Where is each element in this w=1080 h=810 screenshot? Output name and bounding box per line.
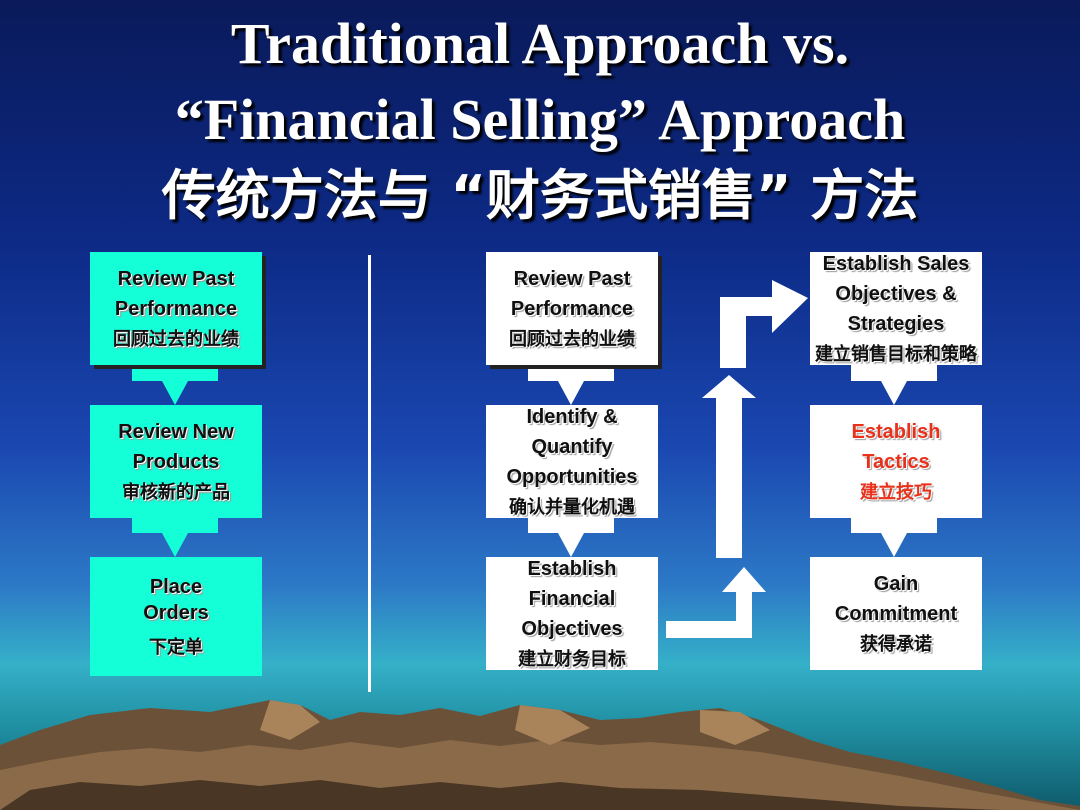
down-arrow-1 [132, 365, 218, 405]
step-label-line-1: Gain [873, 572, 919, 595]
step-label-chinese: 获得承诺 [860, 633, 932, 654]
down-arrow-3 [528, 365, 614, 405]
step-label-line-2: Performance [510, 297, 634, 320]
step-label-line-1: Review Past [513, 267, 631, 290]
financial-step-establish-tactics: Establish Tactics 建立技巧 [810, 405, 982, 518]
step-label-chinese: 审核新的产品 [122, 481, 230, 502]
step-label-chinese: 建立技巧 [860, 481, 932, 502]
step-label-chinese: 建立财务目标 [518, 648, 626, 669]
financial-flow-arrows [528, 280, 937, 638]
step-label-line-1: Establish Sales [822, 252, 970, 275]
corner-up-arrow [666, 567, 766, 638]
step-label-line-2: Quantify [531, 435, 613, 458]
step-label-line-3: Objectives [521, 617, 623, 640]
title-line-1: Traditional Approach vs. [230, 11, 850, 76]
step-label-line-2: Objectives & [835, 282, 957, 305]
mountain-landscape [0, 700, 1080, 810]
financial-step-review-past-performance: Review Past Performance 回顾过去的业绩 [486, 252, 658, 365]
step-label-line-2: Products [132, 450, 220, 473]
down-arrow-2 [132, 517, 218, 557]
step-label-chinese: 建立销售目标和策略 [815, 343, 977, 364]
financial-step-establish-sales-objectives: Establish Sales Objectives & Strategies … [810, 252, 982, 365]
financial-step-establish-financial-objectives: Establish Financial Objectives 建立财务目标 [486, 557, 658, 670]
section-divider [368, 255, 371, 692]
title-line-3-chinese: 传统方法与 “财务式销售” 方法 [161, 164, 919, 227]
up-arrow [702, 375, 756, 558]
step-label-line-3: Strategies [847, 312, 945, 335]
step-label-line-1: Establish [851, 420, 941, 443]
step-label-line-3: Opportunities [506, 465, 638, 488]
title-line-2: “Financial Selling” Approach [174, 87, 906, 152]
traditional-step-review-past-performance: Review Past Performance 回顾过去的业绩 [90, 252, 262, 365]
step-label-line-1: Review Past [117, 267, 235, 290]
step-label-line-2: Performance [114, 297, 238, 320]
down-arrow-6 [851, 517, 937, 557]
traditional-step-place-orders: Place Orders 下定单 [90, 557, 262, 676]
financial-step-gain-commitment: Gain Commitment 获得承诺 [810, 557, 982, 670]
down-arrow-5 [851, 365, 937, 405]
step-label-line-1: Review New [118, 420, 234, 443]
step-label-chinese: 回顾过去的业绩 [509, 328, 635, 349]
traditional-step-review-new-products: Review New Products 审核新的产品 [90, 405, 262, 518]
step-label-line-2: Orders [143, 601, 209, 624]
step-label-line-1: Place [149, 575, 203, 598]
step-label-line-1: Identify & [526, 405, 618, 428]
step-label-line-1: Establish [527, 557, 617, 580]
step-label-line-2: Tactics [862, 450, 930, 473]
financial-step-identify-opportunities: Identify & Quantify Opportunities 确认并量化机… [486, 405, 658, 518]
step-label-chinese: 下定单 [149, 636, 203, 657]
step-label-chinese: 回顾过去的业绩 [113, 328, 239, 349]
down-arrow-4 [528, 517, 614, 557]
step-label-line-2: Commitment [834, 602, 958, 625]
step-label-line-2: Financial [528, 587, 616, 610]
step-label-chinese: 确认并量化机遇 [509, 496, 635, 517]
traditional-flow-arrows [132, 365, 218, 557]
corner-right-arrow [720, 280, 808, 368]
